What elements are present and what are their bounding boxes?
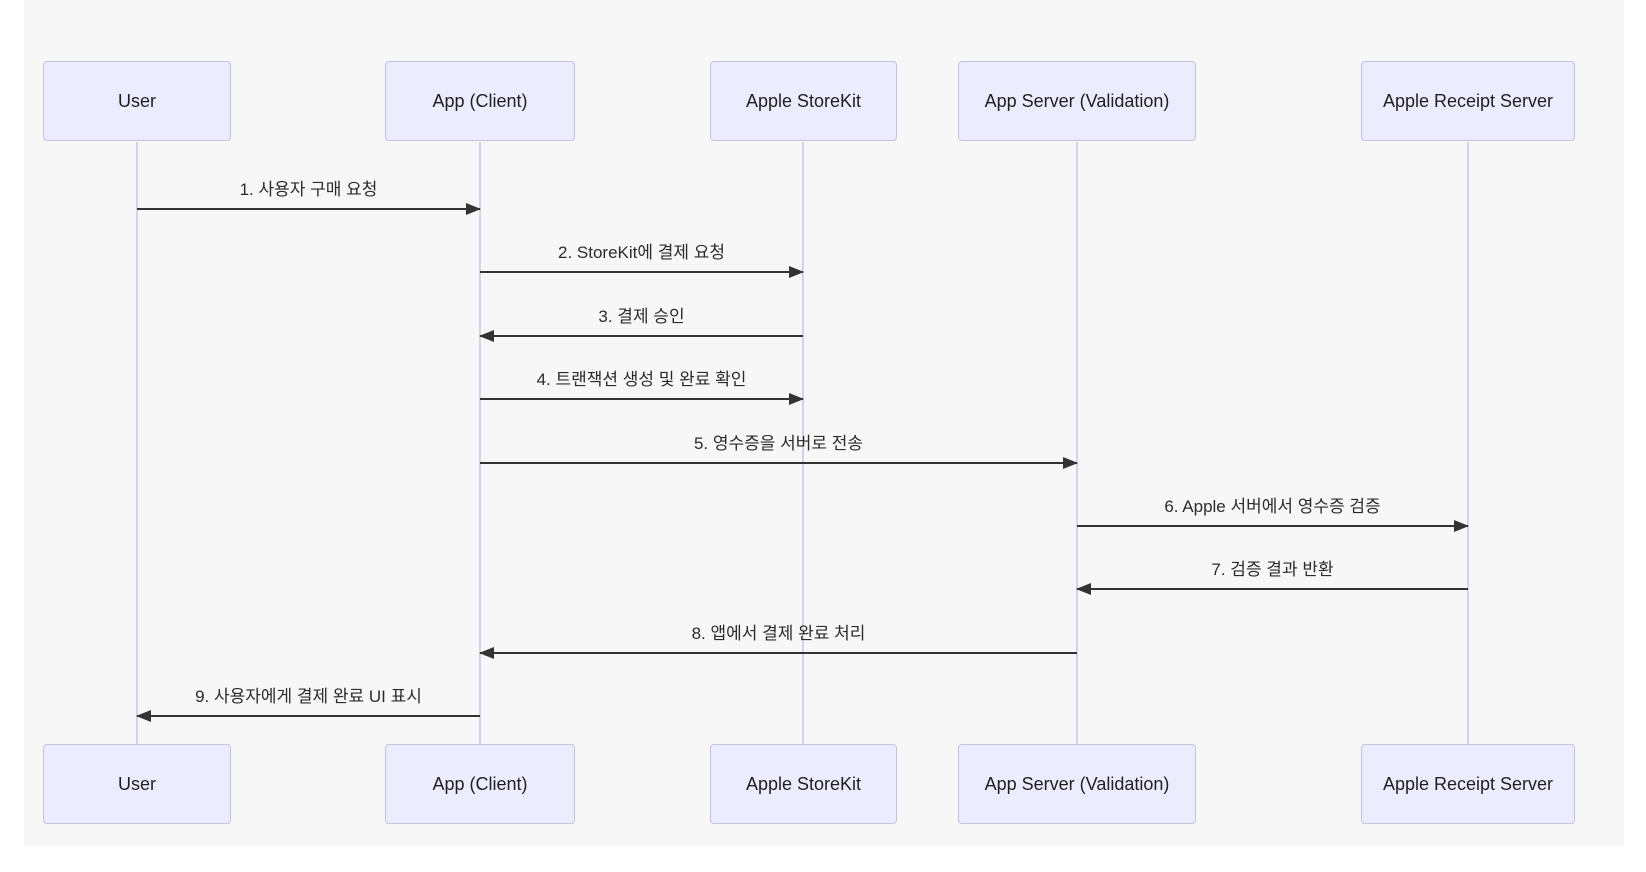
message-label: 8. 앱에서 결제 완료 처리 [691,624,866,643]
message-arrow [136,710,480,722]
diagram-canvas [24,0,1624,846]
arrowhead-right-icon [1063,457,1078,469]
actor-label: User [117,90,156,111]
arrowhead-left-icon [479,647,494,659]
actor-label: User [117,773,156,794]
message-4: 4. 트랜잭션 생성 및 완료 확인 [480,365,804,405]
message-label: 4. 트랜잭션 생성 및 완료 확인 [536,370,747,389]
message-arrow [480,266,804,278]
lifeline-apple-storekit [802,142,804,744]
actor-box-apple-storekit-bottom: Apple StoreKit [710,744,897,824]
arrowhead-left-icon [479,330,494,342]
actor-box-app-server-top: App Server (Validation) [958,61,1196,141]
arrowhead-right-icon [789,393,804,405]
arrowhead-right-icon [1454,520,1469,532]
message-6: 6. Apple 서버에서 영수증 검증 [1077,492,1469,532]
arrowhead-left-icon [1076,583,1091,595]
message-8: 8. 앱에서 결제 완료 처리 [479,619,1077,659]
actor-box-app-client-bottom: App (Client) [385,744,575,824]
message-7: 7. 검증 결과 반환 [1076,555,1468,595]
actor-label: Apple Receipt Server [1382,90,1554,111]
message-2: 2. StoreKit에 결제 요청 [480,238,804,278]
actor-label: App (Client) [432,773,528,794]
actor-box-apple-receipt-server-top: Apple Receipt Server [1361,61,1575,141]
actor-label: Apple Receipt Server [1382,773,1554,794]
actor-label: App Server (Validation) [984,90,1170,111]
message-9: 9. 사용자에게 결제 완료 UI 표시 [136,682,480,722]
message-label: 9. 사용자에게 결제 완료 UI 표시 [195,687,422,706]
lifeline-apple-receipt-server [1467,142,1469,744]
message-arrow [1077,520,1469,532]
arrowhead-left-icon [136,710,151,722]
lifeline-app-server [1076,142,1078,744]
actor-box-user-bottom: User [43,744,231,824]
message-3: 3. 결제 승인 [479,302,803,342]
message-5: 5. 영수증을 서버로 전송 [480,429,1078,469]
message-arrow [1076,583,1468,595]
actor-box-app-client-top: App (Client) [385,61,575,141]
arrowhead-right-icon [466,203,481,215]
actor-box-app-server-bottom: App Server (Validation) [958,744,1196,824]
message-arrow [480,393,804,405]
message-arrow [479,330,803,342]
message-arrow [479,647,1077,659]
message-label: 7. 검증 결과 반환 [1211,560,1334,579]
actor-box-apple-receipt-server-bottom: Apple Receipt Server [1361,744,1575,824]
message-label: 2. StoreKit에 결제 요청 [557,243,726,262]
message-arrow [480,457,1078,469]
lifeline-user [136,142,138,744]
actor-label: Apple StoreKit [745,90,862,111]
actor-label: Apple StoreKit [745,773,862,794]
arrowhead-right-icon [789,266,804,278]
message-label: 3. 결제 승인 [598,307,685,326]
message-arrow [137,203,481,215]
actor-label: App Server (Validation) [984,773,1170,794]
message-1: 1. 사용자 구매 요청 [137,175,481,215]
actor-box-user-top: User [43,61,231,141]
message-label: 5. 영수증을 서버로 전송 [693,434,864,453]
message-label: 1. 사용자 구매 요청 [239,180,378,199]
actor-box-apple-storekit-top: Apple StoreKit [710,61,897,141]
message-label: 6. Apple 서버에서 영수증 검증 [1164,497,1381,516]
lifeline-app-client [479,142,481,744]
actor-label: App (Client) [432,90,528,111]
